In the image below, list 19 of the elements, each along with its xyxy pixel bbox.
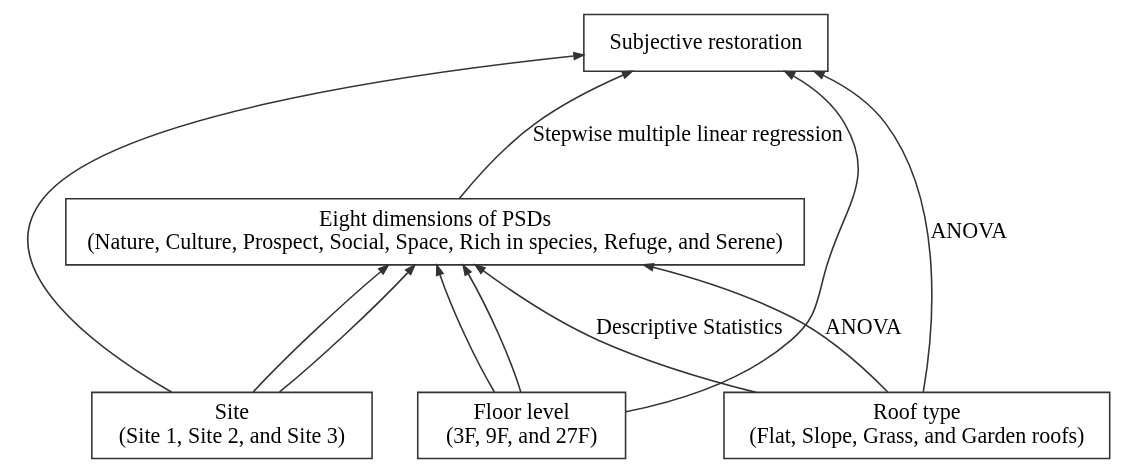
node-box: Roof type (Flat, Slope, Grass, and Garden roofs) [723,391,1111,460]
arrow [435,263,496,393]
arrow [812,70,933,393]
arrow [473,263,757,394]
edge-label: Descriptive Statistics [596,314,783,340]
arrow [625,70,859,413]
edge-label: ANOVA [930,217,1008,243]
edge-label: ANOVA [824,314,902,340]
arrow [252,263,391,393]
arrow [462,263,522,393]
node-box: Site (Site 1, Site 2, and Site 3) [91,391,373,460]
arrow [458,70,635,200]
arrow [641,263,889,393]
arrow [278,263,417,393]
node-box: Subjective restoration [583,13,829,72]
arrow [27,51,586,394]
node-box: Eight dimensions of PSDs (Nature, Culture, Prospect, Social, Space, Rich in species, Refuge, and Serene) [65,197,806,266]
node-box: Floor level (3F, 9F, and 27F) [416,391,627,460]
edge-label: Stepwise multiple linear regression [532,120,843,146]
